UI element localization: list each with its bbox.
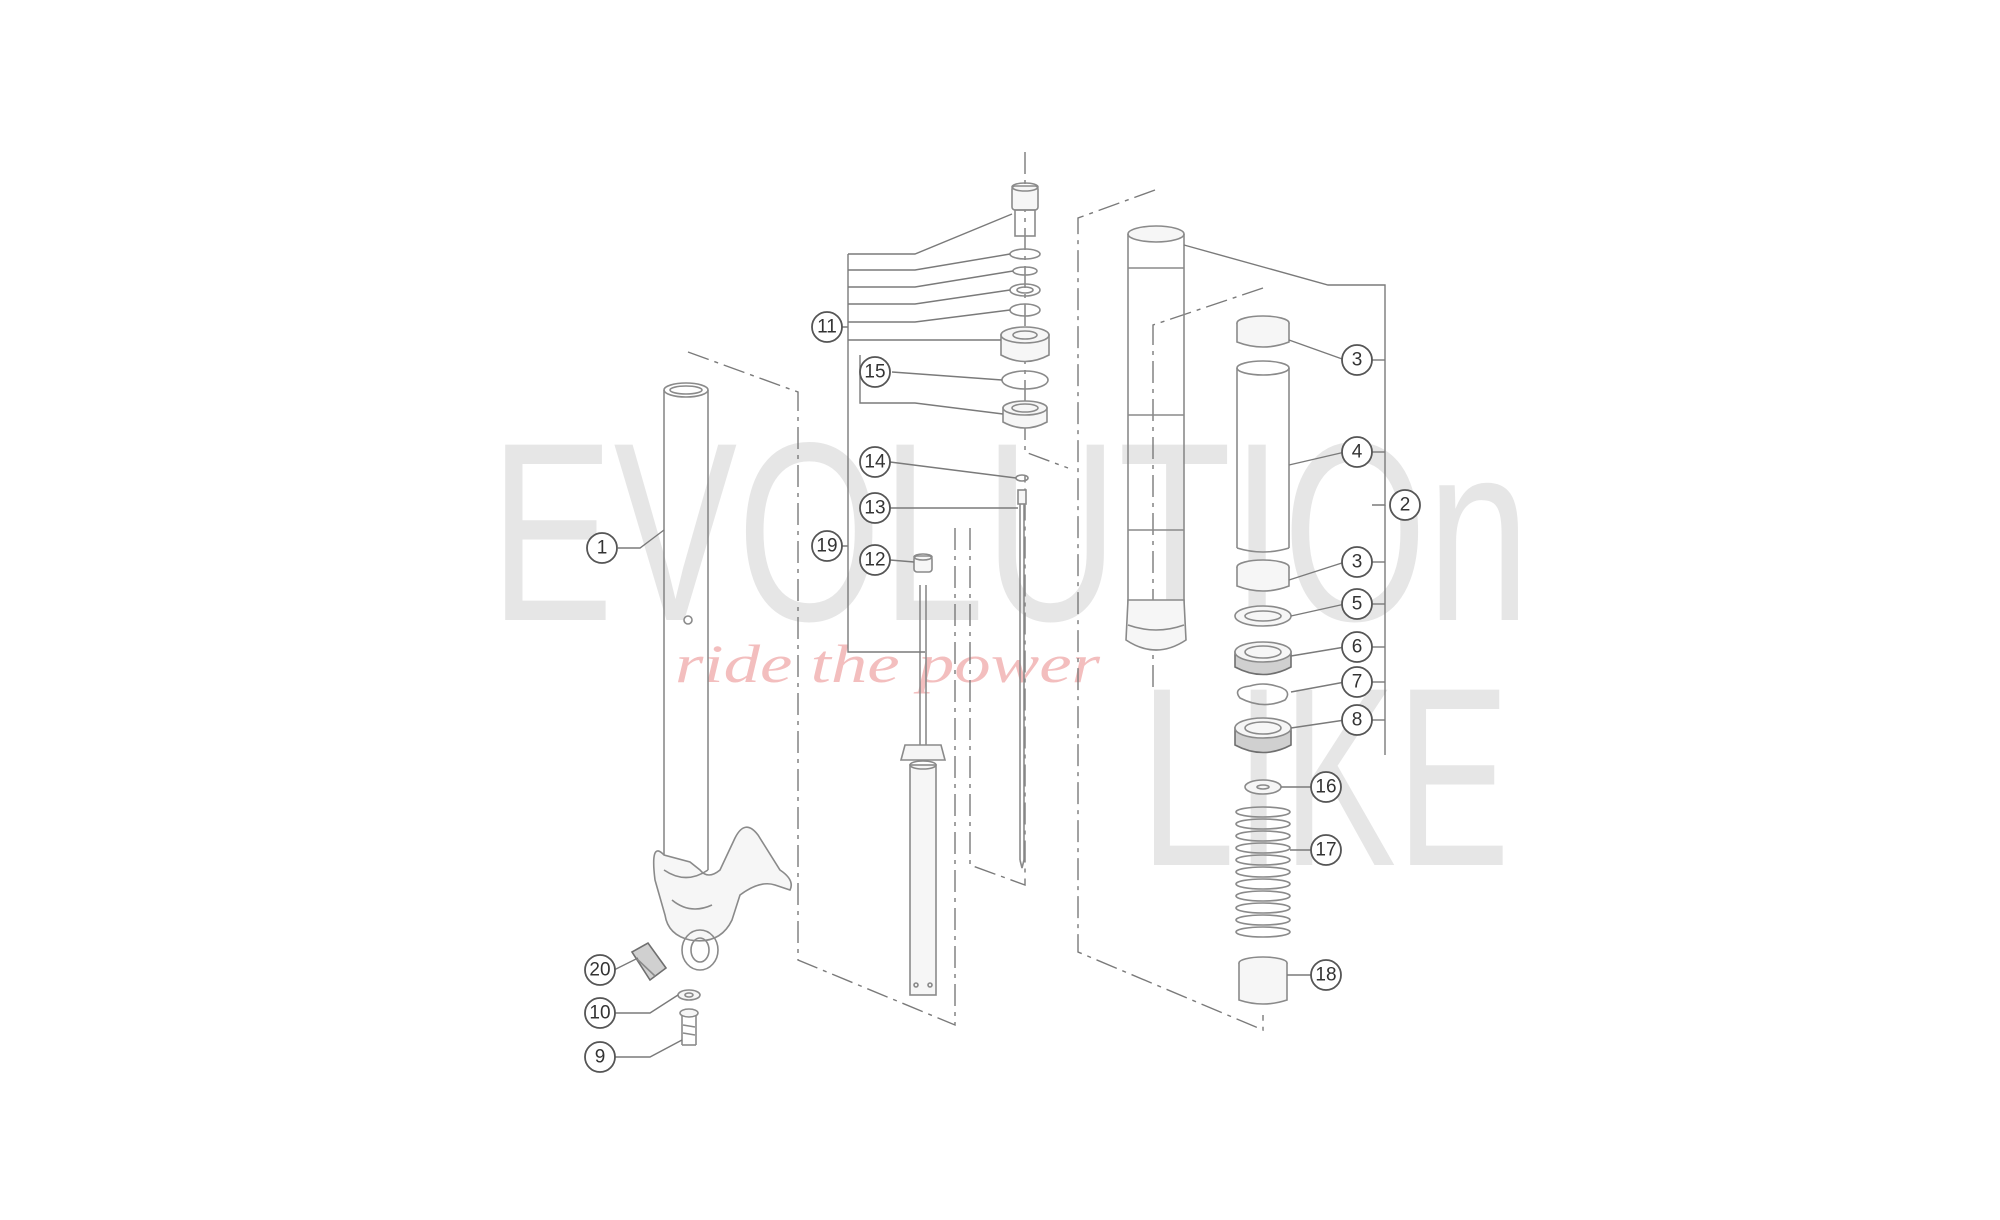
- svg-text:7: 7: [1352, 672, 1363, 693]
- svg-text:3: 3: [1352, 552, 1363, 573]
- svg-text:9: 9: [595, 1047, 606, 1068]
- callout-8: 8: [1341, 704, 1373, 736]
- svg-text:1: 1: [597, 538, 608, 559]
- watermark: EVOLUTIOn LIKE ride the power: [490, 390, 1530, 920]
- svg-text:2: 2: [1400, 495, 1411, 516]
- svg-text:5: 5: [1352, 594, 1363, 615]
- svg-text:10: 10: [589, 1003, 610, 1024]
- callout-13: 13: [859, 492, 891, 524]
- callout-20: 20: [584, 954, 616, 986]
- callout-2: 2: [1389, 489, 1421, 521]
- svg-text:12: 12: [864, 550, 885, 571]
- callout-16: 16: [1310, 771, 1342, 803]
- rod-parts: [1015, 474, 1029, 869]
- svg-text:15: 15: [864, 362, 885, 383]
- callout-6: 6: [1341, 631, 1373, 663]
- callout-12: 12: [859, 544, 891, 576]
- svg-text:19: 19: [816, 536, 837, 557]
- spring-parts: [1235, 779, 1291, 1005]
- svg-text:6: 6: [1352, 637, 1363, 658]
- svg-text:14: 14: [864, 452, 886, 473]
- reflector-part: [630, 941, 668, 982]
- damper-cartridge-part: [899, 553, 947, 996]
- svg-text:16: 16: [1315, 777, 1336, 798]
- leader-lines: [613, 213, 1386, 1058]
- svg-text:11: 11: [817, 317, 837, 338]
- svg-text:17: 17: [1315, 840, 1336, 861]
- assembly-axes: [687, 152, 1264, 1032]
- callout-9: 9: [584, 1041, 616, 1073]
- callout-18: 18: [1310, 959, 1342, 991]
- svg-text:8: 8: [1352, 710, 1363, 731]
- callout-14: 14: [859, 446, 891, 478]
- callout-11: 11: [811, 311, 843, 343]
- callout-3-lower: 3: [1341, 546, 1373, 578]
- callout-4: 4: [1341, 436, 1373, 468]
- cap-assembly-part: [1000, 182, 1050, 363]
- callout-7: 7: [1341, 666, 1373, 698]
- svg-text:20: 20: [589, 960, 610, 981]
- callout-17: 17: [1310, 834, 1342, 866]
- watermark-line1: EVOLUTIOn: [490, 390, 1530, 675]
- callout-10: 10: [584, 997, 616, 1029]
- bushings-seals-parts: [1234, 315, 1292, 754]
- callout-19: 19: [811, 530, 843, 562]
- svg-text:13: 13: [864, 498, 885, 519]
- callout-3-upper: 3: [1341, 344, 1373, 376]
- callout-1: 1: [586, 532, 618, 564]
- svg-text:4: 4: [1352, 442, 1363, 463]
- svg-text:3: 3: [1352, 350, 1363, 371]
- fork-tube-part: [1125, 225, 1187, 651]
- circlip-part: [1001, 370, 1049, 429]
- callout-5: 5: [1341, 588, 1373, 620]
- callout-15: 15: [859, 356, 891, 388]
- svg-text:18: 18: [1315, 965, 1336, 986]
- fork-slider-part: [652, 382, 793, 971]
- watermark-slogan: ride the power: [675, 634, 1101, 694]
- washer-bolt-parts: [677, 989, 701, 1046]
